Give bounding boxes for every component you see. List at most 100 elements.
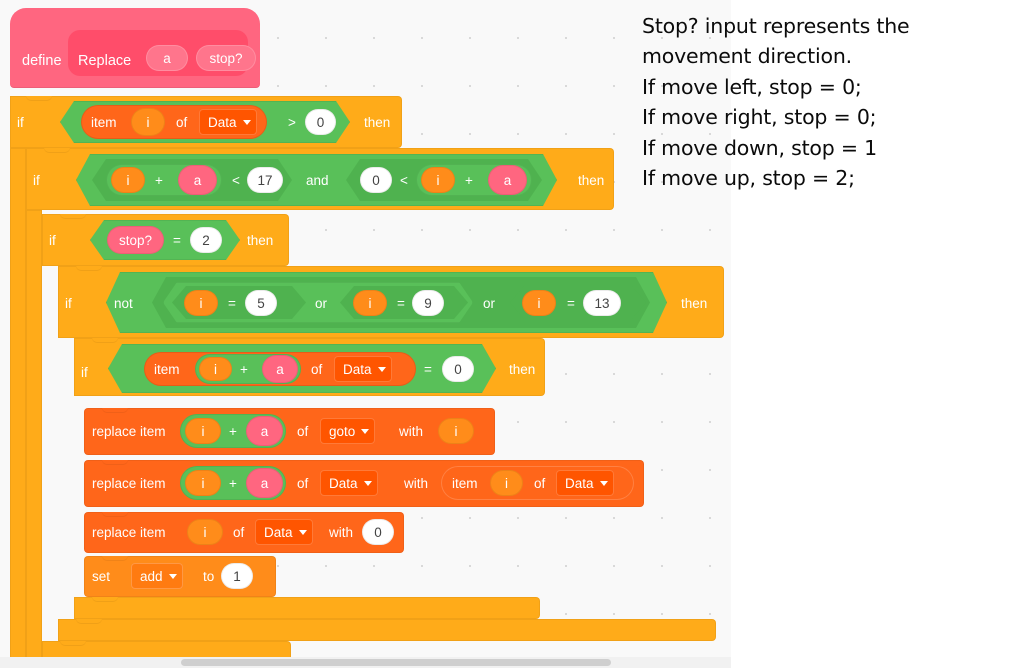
variable-a-3[interactable]: a — [262, 355, 298, 383]
set-label: set — [92, 569, 111, 584]
block-notch — [44, 148, 70, 153]
number-field-1[interactable]: 1 — [221, 563, 253, 589]
with-label-3: with — [329, 525, 354, 540]
variable-i-3[interactable]: i — [421, 167, 455, 193]
chevron-down-icon — [599, 480, 608, 486]
then-label-2: then — [578, 173, 605, 188]
chevron-down-icon — [168, 573, 177, 579]
to-label: to — [203, 569, 215, 584]
list-dropdown-4[interactable]: Data — [556, 470, 614, 496]
variable-i-12[interactable]: i — [187, 519, 223, 545]
chevron-down-icon — [298, 529, 307, 535]
list-dropdown-1[interactable]: Data — [199, 109, 257, 135]
if-block-4-bottom[interactable] — [58, 619, 716, 641]
then-label-3: then — [247, 233, 274, 248]
variable-i-7[interactable]: i — [199, 357, 232, 381]
if-block-1-spine[interactable] — [10, 148, 26, 668]
block-notch — [102, 512, 128, 517]
number-field-13[interactable]: 13 — [583, 290, 621, 316]
block-notch — [76, 266, 102, 271]
number-field-17[interactable]: 17 — [247, 167, 283, 193]
list-dropdown-5[interactable]: Data — [255, 519, 313, 545]
not-label: not — [114, 296, 133, 311]
if-block-2-spine[interactable] — [26, 210, 42, 668]
define-keyword: define — [22, 53, 62, 69]
replace-item-block-3[interactable] — [84, 512, 404, 553]
variable-a-1[interactable]: a — [178, 165, 217, 195]
variable-i-5[interactable]: i — [353, 290, 387, 316]
horizontal-scrollbar[interactable] — [0, 657, 731, 668]
equals-symbol-5: = — [424, 362, 432, 377]
if-1-keyword: if — [17, 115, 24, 130]
list-dropdown-2[interactable]: Data — [334, 356, 392, 382]
replace-item-label-1: replace item — [92, 424, 166, 439]
variable-dropdown-add[interactable]: add — [131, 563, 183, 589]
number-field-1[interactable]: 0 — [305, 109, 336, 135]
or-label-1: or — [315, 296, 328, 311]
variable-i-1[interactable]: i — [131, 108, 165, 136]
number-field-0d[interactable]: 0 — [362, 519, 394, 545]
parameter-stop[interactable]: stop? — [107, 226, 164, 254]
replace-item-label-3: replace item — [92, 525, 166, 540]
with-label-1: with — [399, 424, 424, 439]
list-dropdown-4-value: Data — [565, 475, 594, 491]
plus-symbol-2: + — [465, 173, 473, 188]
list-dropdown-3-value: Data — [329, 475, 358, 491]
chevron-down-icon — [242, 119, 251, 125]
variable-a-5[interactable]: a — [246, 468, 283, 498]
variable-i-8[interactable]: i — [185, 418, 221, 444]
then-label-5: then — [509, 362, 536, 377]
item-label-3: item — [452, 476, 478, 491]
scrollbar-thumb[interactable] — [181, 659, 611, 666]
if-3-keyword: if — [49, 233, 56, 248]
variable-i-10[interactable]: i — [185, 470, 221, 496]
equals-symbol-1: = — [173, 233, 181, 248]
variable-i-11[interactable]: i — [490, 470, 523, 496]
list-dropdown-3[interactable]: Data — [320, 470, 378, 496]
variable-i-2[interactable]: i — [111, 167, 145, 193]
number-field-5[interactable]: 5 — [245, 290, 277, 316]
of-label-3: of — [297, 424, 309, 439]
variable-i-4[interactable]: i — [184, 290, 218, 316]
chevron-down-icon — [361, 428, 370, 434]
or-label-2: or — [483, 296, 496, 311]
number-field-2[interactable]: 2 — [190, 227, 222, 253]
procedure-name: Replace — [78, 53, 132, 69]
block-notch — [26, 96, 52, 101]
block-notch — [92, 338, 118, 343]
plus-symbol-1: + — [155, 173, 163, 188]
greater-than-symbol-1: > — [288, 115, 296, 130]
number-field-0b[interactable]: 0 — [360, 167, 392, 193]
procedure-param-stop[interactable]: stop? — [196, 45, 256, 71]
define-hat-block[interactable]: define Replace a stop? — [10, 8, 260, 88]
variable-i-9[interactable]: i — [438, 418, 474, 444]
of-label-2: of — [311, 362, 323, 377]
plus-symbol-4: + — [229, 424, 237, 439]
variable-i-6[interactable]: i — [522, 290, 556, 316]
number-field-9[interactable]: 9 — [412, 290, 444, 316]
then-label-4: then — [681, 296, 708, 311]
replace-item-block-1[interactable] — [84, 408, 495, 455]
then-label-1: then — [364, 115, 391, 130]
number-field-0c[interactable]: 0 — [442, 356, 474, 382]
variable-a-2[interactable]: a — [488, 165, 527, 195]
list-dropdown-5-value: Data — [264, 524, 293, 540]
plus-symbol-5: + — [229, 476, 237, 491]
list-dropdown-goto[interactable]: goto — [320, 418, 376, 444]
item-label-2: item — [154, 362, 180, 377]
of-label-4: of — [297, 476, 309, 491]
equals-symbol-2: = — [228, 296, 236, 311]
procedure-param-a[interactable]: a — [146, 45, 188, 71]
variable-a-4[interactable]: a — [246, 416, 283, 446]
list-dropdown-2-value: Data — [343, 361, 372, 377]
notes-panel: Stop? input represents the movement dire… — [642, 0, 1023, 668]
if-block-5-bottom[interactable] — [74, 597, 540, 619]
less-than-symbol-2: < — [400, 173, 408, 188]
of-label-1: of — [176, 115, 188, 130]
chevron-down-icon — [377, 366, 386, 372]
notes-text: Stop? input represents the movement dire… — [642, 14, 910, 191]
block-notch — [102, 460, 128, 465]
blocks-workspace[interactable]: define Replace a stop? if item i of Data… — [0, 0, 731, 668]
of-label-6: of — [233, 525, 245, 540]
block-notch — [102, 556, 128, 561]
